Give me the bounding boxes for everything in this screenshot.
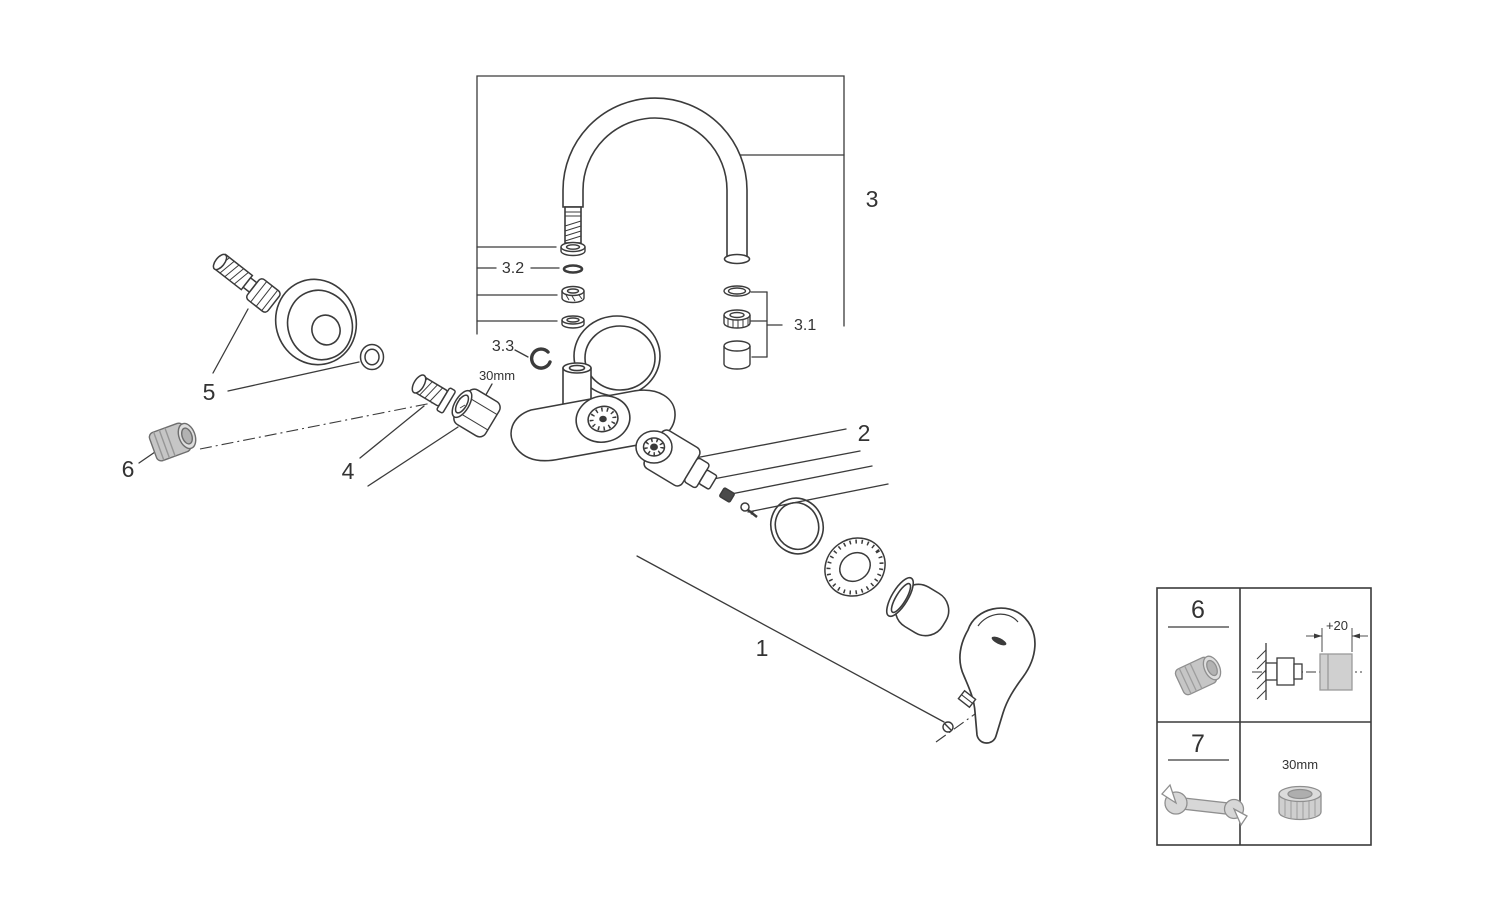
lever-handle-group: [942, 607, 1036, 744]
wall-mount-depth-icon: [1252, 628, 1368, 700]
o-ring-large: [770, 497, 824, 555]
retaining-clip: [529, 347, 552, 370]
aerator-icon: [1174, 655, 1222, 696]
open-end-wrench-icon: [1161, 783, 1248, 827]
nut-30mm-icon: [1278, 785, 1322, 821]
callout-3-frame: [476, 75, 845, 335]
spout-tube: [562, 97, 748, 258]
legend-item-7-number: 7: [1191, 730, 1205, 758]
handle-indicator: [991, 636, 1007, 646]
spout-outlet-flange: [723, 253, 751, 265]
o-ring-small: [562, 264, 584, 274]
aerator-part: [148, 422, 197, 462]
aerator-axis-line: [199, 400, 443, 450]
callout-5-label: 5: [203, 379, 216, 405]
union-adapter: [411, 374, 456, 414]
cartridge-group: [635, 429, 758, 518]
union-nut-30mm: [451, 388, 501, 438]
nut-size-note: 30mm: [479, 368, 515, 383]
wall-flange: [274, 278, 358, 366]
callout-6-label: 6: [122, 456, 135, 482]
callout-3-2-label: 3.2: [502, 260, 524, 277]
callout-3-1-label: 3.1: [794, 317, 816, 334]
dome-cap: [885, 576, 950, 637]
assembly-axis-lines: [199, 400, 1015, 743]
wall-offset-dimension-label: +20: [1326, 618, 1348, 633]
cartridge-stem: [698, 469, 718, 490]
callout-1-label: 1: [756, 635, 769, 661]
stem-screw: [740, 502, 758, 518]
callout-3-label: 3: [866, 186, 879, 212]
callout-leader-lines: [138, 75, 945, 723]
stem-adapter: [719, 487, 735, 503]
threaded-collar: [824, 537, 886, 597]
spout: [562, 97, 751, 265]
s-union: [212, 253, 281, 313]
callout-4-label: 4: [342, 458, 355, 484]
callout-3-3-label: 3.3: [492, 338, 514, 355]
diagram-labels: 1 2 3 3.1 3.2 3.3 4 5 6 30mm 6 7 +20 30m…: [122, 186, 1348, 772]
outlet-sleeve: [723, 340, 751, 352]
faucet-body-group: [510, 315, 676, 462]
spout-outlet-parts: [723, 285, 751, 370]
lever-handle: [959, 607, 1036, 744]
callout-2-label: 2: [858, 420, 871, 446]
flange-washer: [359, 343, 385, 371]
callout-1-leader: [636, 555, 945, 723]
legend-item-6-number: 6: [1191, 596, 1205, 624]
spout-seal-stack: [560, 241, 586, 329]
handle-screw: [942, 721, 954, 733]
legend-nut-size-label: 30mm: [1282, 757, 1318, 772]
